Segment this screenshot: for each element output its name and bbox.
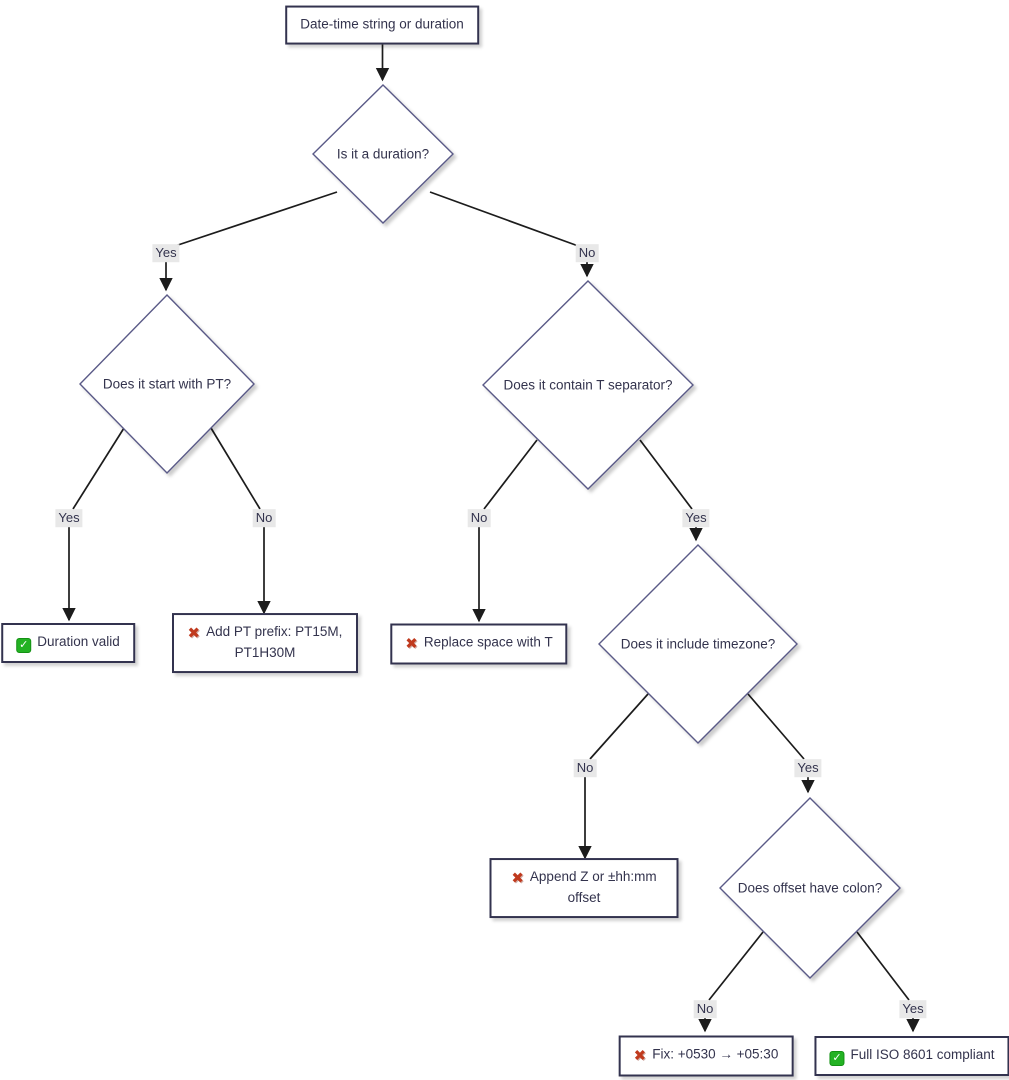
node-start: Date-time string or duration [285, 5, 479, 45]
node-append-offset-label: Append Z or ±hh:mm offset [529, 869, 657, 906]
node-append-offset: ✖ Append Z or ±hh:mm offset [489, 858, 679, 918]
edge-is-duration-yes [171, 191, 338, 248]
cross-icon: ✖ [405, 635, 418, 653]
edge-colon-no [708, 931, 764, 1001]
edge-label-yes: Yes [682, 509, 710, 527]
edge-colon-yes [856, 931, 910, 1001]
edge-label-yes: Yes [794, 759, 822, 777]
edge-label-no: No [575, 244, 599, 262]
cross-icon: ✖ [187, 625, 201, 643]
edge-label-yes: Yes [152, 244, 180, 262]
edge-is-duration-no [429, 191, 582, 248]
diamond-is-duration [312, 84, 454, 224]
cross-icon: ✖ [633, 1047, 647, 1065]
check-icon: ✓ [829, 1051, 845, 1066]
cross-icon: ✖ [511, 870, 524, 888]
node-fix-offset: ✖ Fix: +0530 → +05:30 [618, 1035, 794, 1077]
diamond-offset-colon [719, 797, 901, 979]
edge-label-yes: Yes [55, 509, 83, 527]
diamond-starts-with-pt [79, 293, 255, 475]
edge-starts-pt-yes [72, 427, 125, 510]
node-full-iso: ✓ Full ISO 8601 compliant [814, 1036, 1009, 1076]
node-fix-offset-label: Fix: +0530 → +05:30 [652, 1046, 779, 1062]
edge-label-no: No [693, 1000, 717, 1018]
edge-timezone-no [589, 693, 649, 760]
edge-label-yes: Yes [899, 1000, 927, 1018]
edges [62, 42, 920, 1033]
node-full-iso-label: Full ISO 8601 compliant [850, 1047, 995, 1062]
node-replace-space-label: Replace space with T [423, 634, 553, 650]
node-duration-valid-label: Duration valid [37, 634, 120, 649]
edge-contains-t-yes [639, 439, 693, 510]
edge-label-no: No [252, 509, 276, 527]
node-replace-space: ✖ Replace space with T [390, 623, 568, 665]
edge-contains-t-no [483, 439, 538, 510]
edge-label-no: No [467, 509, 491, 527]
edge-label-no: No [573, 759, 597, 777]
node-add-pt-prefix: ✖ Add PT prefix: PT15M, PT1H30M [172, 613, 358, 673]
node-duration-valid: ✓ Duration valid [1, 623, 135, 663]
node-start-label: Date-time string or duration [300, 16, 464, 32]
edge-starts-pt-no [210, 427, 261, 510]
node-add-pt-prefix-label: Add PT prefix: PT15M, PT1H30M [206, 624, 343, 661]
diamond-contains-t [482, 280, 694, 490]
edge-timezone-yes [747, 693, 805, 760]
check-icon: ✓ [16, 638, 32, 653]
decision-shapes [79, 84, 901, 979]
diamond-includes-timezone [598, 544, 798, 744]
